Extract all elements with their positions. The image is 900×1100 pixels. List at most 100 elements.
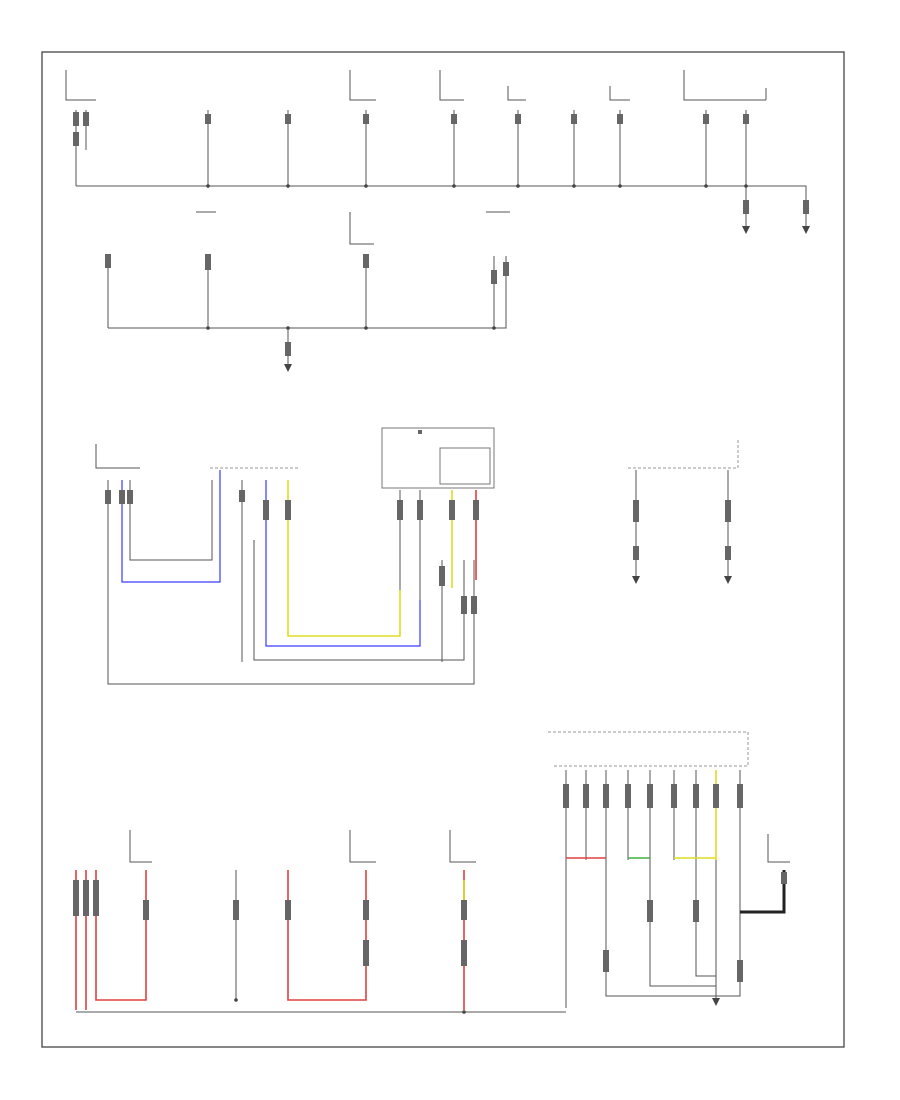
mid-left-drop-1 — [107, 480, 475, 685]
splice-dot — [364, 326, 368, 330]
splice-dot — [744, 184, 748, 188]
connector-mark — [471, 596, 477, 614]
splice-dot — [572, 184, 576, 188]
module-drop-5 — [649, 770, 716, 987]
connector-mark — [743, 114, 749, 124]
ground-arrow — [712, 998, 720, 1006]
ground-arrow — [632, 576, 640, 584]
connector-mark — [239, 490, 245, 502]
connector-mark — [451, 114, 457, 124]
connector-mark — [93, 880, 99, 916]
connector-mark — [461, 940, 467, 966]
connector-mark — [473, 500, 479, 520]
connector-mark — [127, 490, 133, 504]
connector-mark — [571, 114, 577, 124]
connector-mark — [625, 784, 631, 808]
module-drop-9 — [716, 770, 741, 997]
connector-mark — [83, 880, 89, 916]
splice-dot — [286, 326, 290, 330]
connector-mark — [105, 254, 111, 268]
connector-mark — [73, 132, 79, 146]
connector-mark — [285, 114, 291, 124]
connector-mark — [737, 784, 743, 808]
dark-ground-wire — [740, 870, 786, 914]
splice-dot — [618, 184, 622, 188]
component-bracket-6 — [683, 70, 766, 101]
connector-mark — [119, 490, 125, 504]
connector-mark — [617, 114, 623, 124]
connector-mark — [583, 784, 589, 808]
connector-mark — [397, 500, 403, 520]
mid-left-drop-4 — [253, 540, 465, 661]
connector-mark — [205, 254, 211, 270]
connector-mark — [461, 900, 467, 920]
section-second-ground-bus — [105, 211, 510, 372]
section-bottom — [73, 731, 790, 1014]
connector-mark — [143, 900, 149, 920]
module-drop-3 — [605, 770, 716, 997]
connector-mark — [417, 500, 423, 520]
component-bracket-13 — [767, 834, 790, 863]
connector-mark — [737, 960, 743, 982]
connector-mark — [633, 500, 639, 522]
ground-arrow — [742, 226, 750, 234]
ground-arrow — [284, 364, 292, 372]
connector-mark — [363, 114, 369, 124]
mid-ground-bus — [108, 290, 507, 329]
connector-mark — [671, 784, 677, 808]
connector-mark — [703, 114, 709, 124]
splice-dot — [206, 326, 210, 330]
connector-mark — [633, 546, 639, 560]
module-box-bottom-right — [548, 731, 749, 767]
connector-mark — [263, 500, 269, 520]
connector-mark — [233, 900, 239, 920]
connector-mark — [693, 784, 699, 808]
component-bracket-10 — [95, 444, 140, 469]
section-middle-right — [628, 440, 739, 584]
splice-dot — [206, 184, 210, 188]
connector-mark — [285, 500, 291, 520]
connector-mark — [563, 784, 569, 808]
connector-mark — [647, 900, 653, 922]
connector-mark — [285, 900, 291, 920]
ground-arrow — [724, 576, 732, 584]
connector-mark — [205, 114, 211, 124]
connector-mark — [363, 254, 369, 268]
connector-mark — [725, 500, 731, 522]
connector-mark — [285, 342, 291, 356]
connector-mark — [693, 900, 699, 922]
connector-mark — [73, 112, 79, 126]
connector-mark — [449, 500, 455, 520]
transmission-inner-box — [439, 447, 491, 485]
splice-dot — [516, 184, 520, 188]
section-middle-left — [95, 427, 495, 685]
connector-mark — [603, 950, 609, 972]
connector-mark — [725, 546, 731, 560]
connector-mark — [439, 566, 445, 586]
connector-mark — [803, 200, 809, 214]
component-bracket-3 — [439, 70, 464, 101]
connector-mark — [743, 200, 749, 214]
component-bracket-12 — [628, 440, 739, 469]
component-bracket-1 — [65, 70, 96, 101]
ground-arrow — [802, 226, 810, 234]
component-bracket-8 — [349, 212, 374, 245]
component-bracket-4 — [507, 86, 526, 101]
connector-mark — [647, 784, 653, 808]
red-wire-3 — [95, 870, 147, 1001]
top-ground-bus — [76, 185, 807, 230]
connector-mark — [83, 112, 89, 126]
connector-mark — [603, 784, 609, 808]
transmission-marker — [418, 430, 422, 434]
mid-left-drop-2 — [129, 480, 213, 561]
splice-dot — [234, 998, 238, 1002]
connector-mark — [503, 262, 509, 276]
splice-dot — [462, 1010, 466, 1014]
splice-dot — [286, 184, 290, 188]
connector-mark — [363, 940, 369, 966]
connector-mark — [105, 490, 111, 504]
component-bracket-16 — [449, 830, 476, 863]
component-bracket-14 — [129, 830, 152, 863]
component-bracket-2 — [349, 70, 376, 101]
splice-dot — [492, 326, 496, 330]
